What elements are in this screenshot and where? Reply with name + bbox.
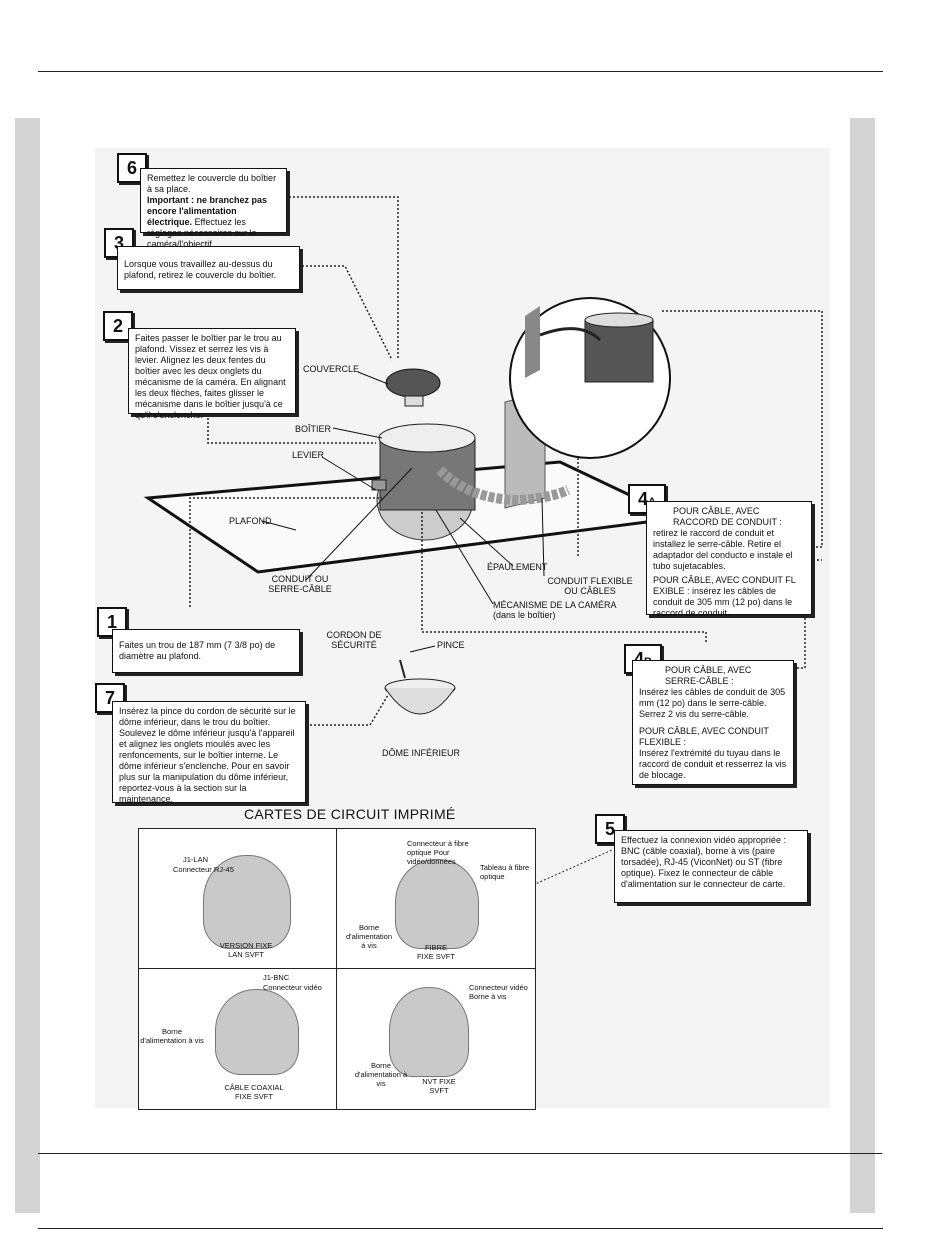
step-7-text: Insérez la pince du cordon de sécurité s…: [119, 706, 296, 804]
coax-connector: Connecteur vidéo: [263, 983, 322, 992]
coax-j1: J1-BNC: [263, 973, 290, 982]
step-4b-number: 4: [634, 649, 645, 669]
nvt-caption: NVT FIXE SVFT: [422, 1077, 456, 1095]
label-epaulement: ÉPAULEMENT: [487, 562, 548, 572]
label-couvercle: COUVERCLE: [303, 364, 360, 374]
step-4b-text: Insérez les câbles de conduit de 305 mm …: [639, 687, 786, 719]
right-sidebar-bar: [850, 118, 875, 1213]
step-2-box: Faites passer le boîtier par le trou au …: [128, 328, 296, 420]
step-6-box: Remettez le couvercle du boîtier à sa pl…: [140, 168, 287, 249]
nvt-board: [389, 987, 469, 1077]
top-rule: [38, 71, 883, 72]
cover: [385, 368, 441, 398]
step-6-text-2: Effectuez les réglages nécessaires sur l…: [147, 217, 257, 249]
step-1-text: Faites un trou de 187 mm (7 3/8 po) de d…: [119, 640, 276, 661]
step-4a-number: 4: [638, 489, 649, 509]
lan-connector: Connecteur RJ-45: [173, 865, 234, 874]
label-conduit-flexible: CONDUIT FLEXIBLE OU CÂBLES: [547, 576, 633, 596]
fibre-tableau: Tableau à fibre optique: [480, 863, 530, 881]
step-3-text: Lorsque vous travaillez au-dessus du pla…: [124, 259, 277, 280]
step-6-important: Important : ne branchez pas encore l'ali…: [147, 195, 268, 227]
pcb-fibre: Connecteur à fibre optique Pour vidéo/do…: [337, 829, 535, 969]
step-2-text: Faites passer le boîtier par le trou au …: [135, 333, 286, 420]
bottom-rule-2: [38, 1228, 883, 1229]
lan-caption: VERSION FIXE LAN SVFT: [219, 941, 273, 959]
pcb-title: CARTES DE CIRCUIT IMPRIMÉ: [244, 806, 456, 822]
lever: [371, 479, 387, 491]
step-1-box: Faites un trou de 187 mm (7 3/8 po) de d…: [112, 629, 300, 673]
step-4a-text: retirez le raccord de conduit et install…: [653, 528, 793, 571]
label-cordon: CORDON DE SÉCURITÉ: [326, 630, 382, 650]
flexible-conduit: [436, 466, 571, 506]
cover-tab: [404, 395, 424, 407]
bottom-rule-tick: [872, 1153, 882, 1154]
left-sidebar-bar: [15, 118, 40, 1213]
pcb-nvt: Connecteur vidéo Borne à vis Borne d'ali…: [337, 969, 535, 1109]
label-mecanisme: MÉCANISME DE LA CAMÉRA (dans le boîtier): [493, 600, 617, 620]
step-4b-text-2: Insérez l'extrémité du tuyau dans le rac…: [639, 748, 787, 780]
step-5-text: Effectuez la connexion vidéo appropriée …: [621, 835, 786, 889]
step-4b-title-2: POUR CÂBLE, AVEC CONDUIT FLEXIBLE :: [639, 726, 769, 747]
pcb-lan: J1-LAN Connecteur RJ-45 VERSION FIXE LAN…: [139, 829, 337, 969]
label-leaders: [261, 371, 545, 653]
label-plafond: PLAFOND: [229, 516, 272, 526]
fibre-borne: Borne d'alimentation à vis: [345, 923, 393, 950]
step-2-badge: 2: [103, 311, 133, 341]
fibre-connector: Connecteur à fibre optique Pour vidéo/do…: [407, 839, 469, 866]
step-3-box: Lorsque vous travaillez au-dessus du pla…: [117, 246, 300, 290]
label-dome: DÔME INFÉRIEUR: [382, 748, 461, 758]
coax-borne: Borne d'alimentation à vis: [140, 1027, 204, 1045]
coax-board: [215, 989, 299, 1075]
nvt-connector: Connecteur vidéo Borne à vis: [469, 983, 528, 1001]
lan-board: [203, 855, 291, 949]
fibre-caption: FIBRE FIXE SVFT: [417, 943, 455, 961]
step-4a-title: POUR CÂBLE, AVEC RACCORD DE CONDUIT :: [673, 506, 782, 527]
label-boitier: BOÎTIER: [295, 424, 332, 434]
step-4a-text-2: POUR CÂBLE, AVEC CONDUIT FL EXIBLE : ins…: [653, 575, 796, 618]
step-5-badge: 5: [595, 814, 625, 844]
housing-top: [378, 423, 476, 453]
step-5-box: Effectuez la connexion vidéo appropriée …: [614, 830, 808, 903]
label-pince: PINCE: [437, 640, 465, 650]
pcb-grid: J1-LAN Connecteur RJ-45 VERSION FIXE LAN…: [138, 828, 536, 1110]
fibre-board: [395, 859, 479, 949]
step-6-text: Remettez le couvercle du boîtier à sa pl…: [147, 173, 277, 194]
label-conduit: CONDUIT OU SERRE-CÂBLE: [268, 574, 332, 594]
pcb-coax: J1-BNC Connecteur vidéo Borne d'alimenta…: [139, 969, 337, 1109]
step-4a-box: POUR CÂBLE, AVEC RACCORD DE CONDUIT : re…: [646, 501, 812, 618]
step-7-box: Insérez la pince du cordon de sécurité s…: [112, 701, 306, 804]
lan-j1: J1-LAN: [183, 855, 209, 864]
step-4b-title: POUR CÂBLE, AVEC SERRE-CÂBLE :: [665, 665, 752, 686]
label-levier: LEVIER: [292, 450, 325, 460]
nvt-borne: Borne d'alimentation à vis: [354, 1061, 408, 1088]
coax-caption: CÂBLE COAXIAL FIXE SVFT: [224, 1083, 284, 1101]
bottom-rule-1: [38, 1153, 878, 1154]
step-4b-box: POUR CÂBLE, AVEC SERRE-CÂBLE : Insérez l…: [632, 660, 794, 785]
